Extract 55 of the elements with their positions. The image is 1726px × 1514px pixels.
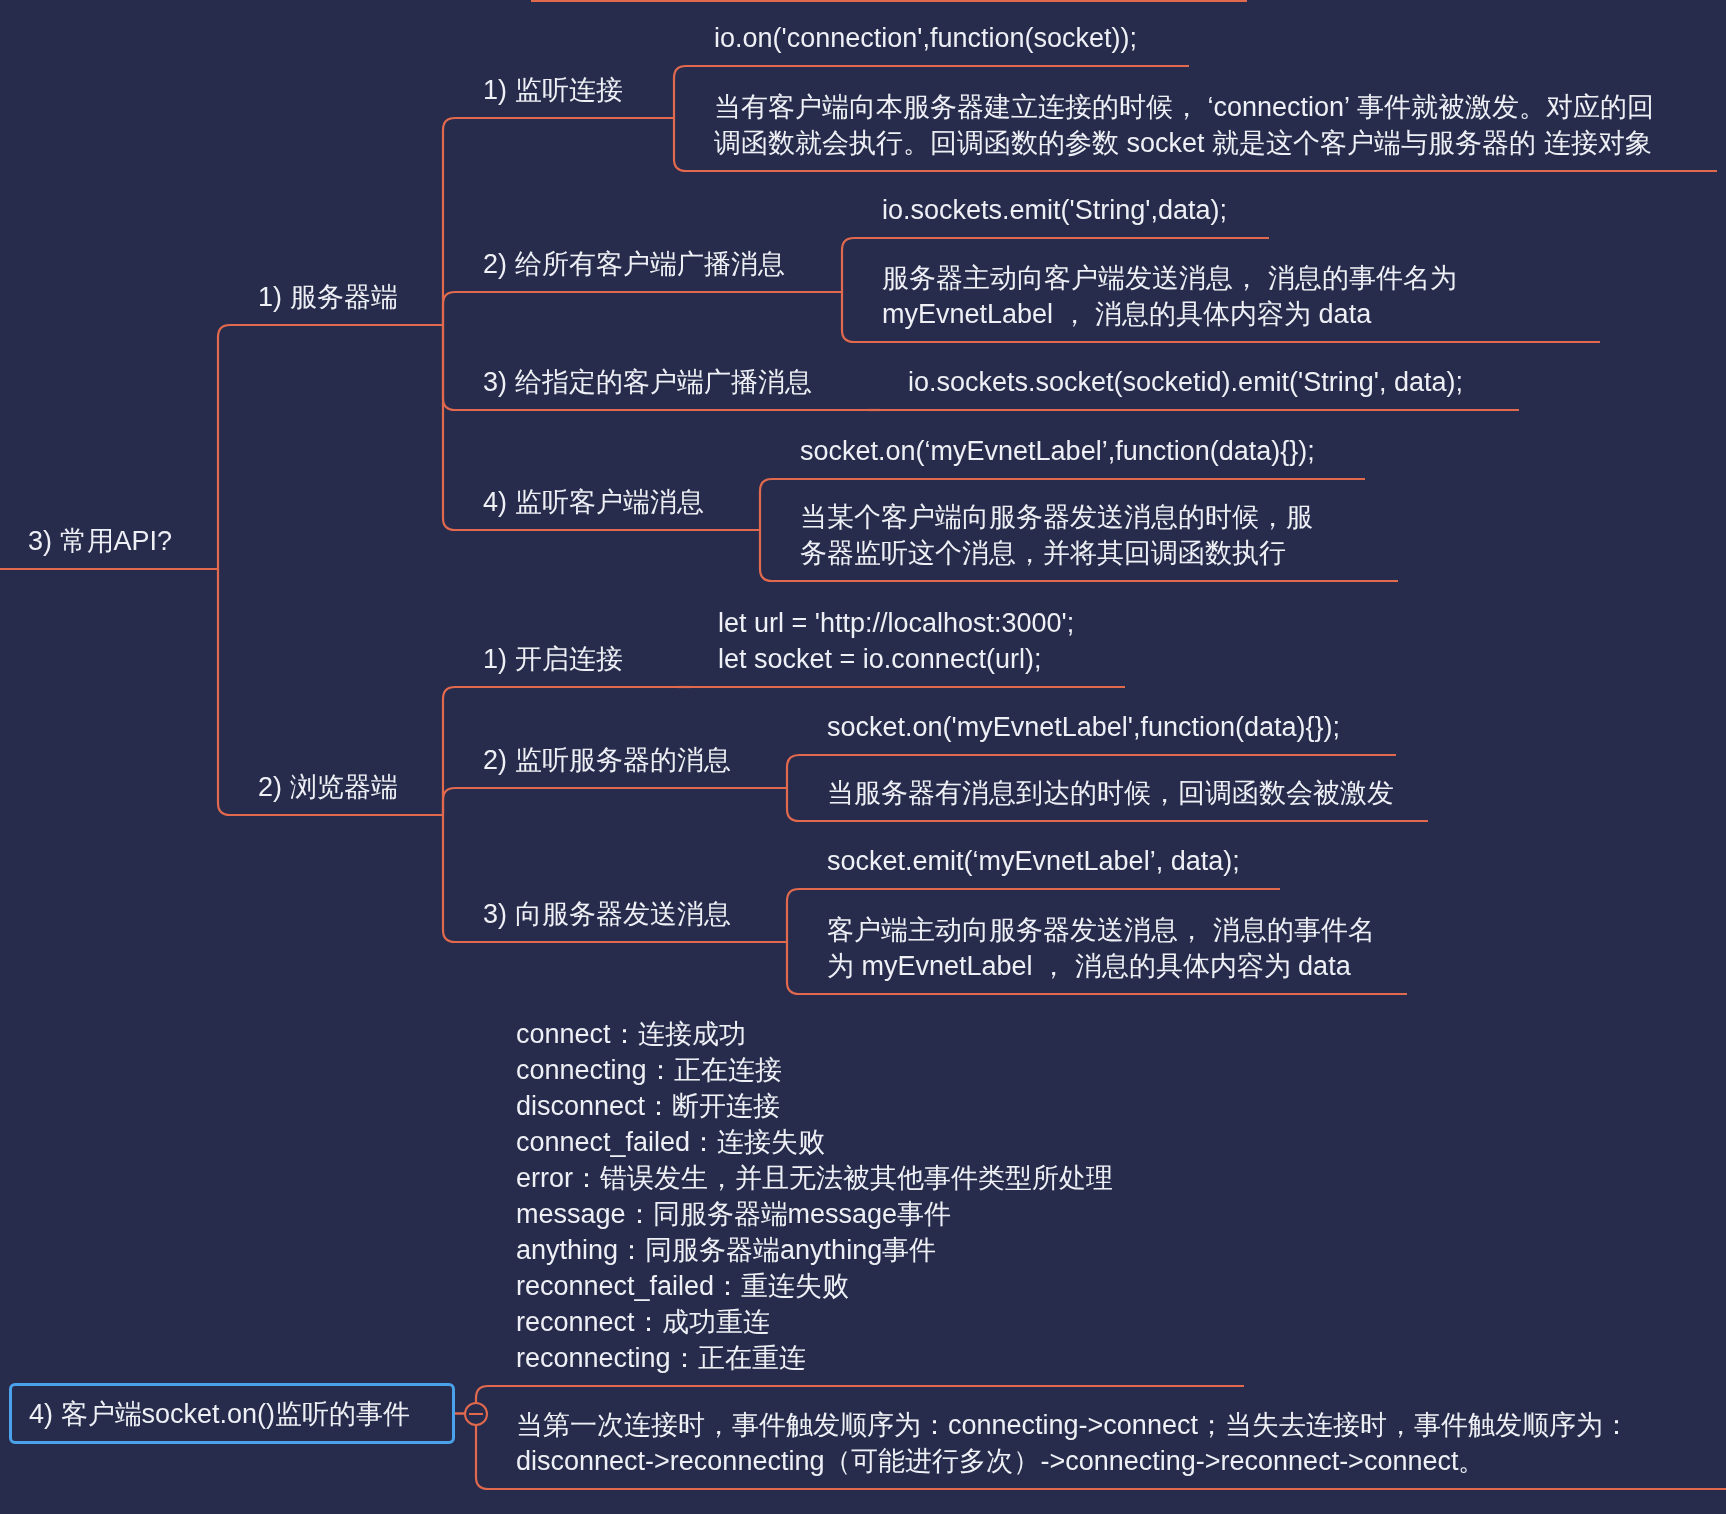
topic-label: 2) 浏览器端 bbox=[258, 771, 398, 804]
event-list-item: connect：连接成功 bbox=[516, 1018, 746, 1051]
connector-line bbox=[672, 64, 688, 120]
topic-label: 4) 客户端socket.on()监听的事件 bbox=[29, 1397, 411, 1431]
topic-label: 3) 常用API? bbox=[28, 525, 173, 558]
connector-line bbox=[216, 567, 232, 817]
topic-label: 4) 监听客户端消息 bbox=[483, 486, 704, 519]
topic-label: 2) 监听服务器的消息 bbox=[483, 744, 731, 777]
event-list-item: error：错误发生，并且无法被其他事件类型所处理 bbox=[516, 1162, 1113, 1195]
topic-label: 1) 服务器端 bbox=[258, 281, 398, 314]
event-list-item: reconnect_failed：重连失败 bbox=[516, 1270, 850, 1303]
event-list-item: anything：同服务器端anything事件 bbox=[516, 1234, 937, 1267]
selected-topic-box bbox=[9, 1383, 455, 1444]
description-text: 服务器主动向客户端发送消息， 消息的事件名为 myEvnetLabel ， 消息的具体内容为 data bbox=[882, 262, 1458, 331]
connector-line bbox=[441, 290, 457, 327]
code-snippet: io.sockets.emit('String',data); bbox=[882, 194, 1227, 227]
topic-label: 2) 给所有客户端广播消息 bbox=[483, 248, 785, 281]
connector-line bbox=[455, 1412, 490, 1491]
description-text: 客户端主动向服务器发送消息， 消息的事件名为 myEvnetLabel ， 消息的具体内容为 data bbox=[827, 914, 1376, 983]
code-snippet: socket.emit(‘myEvnetLabel’, data); bbox=[827, 845, 1240, 878]
description-text: 当有客户端向本服务器建立连接的时候， ‘connection’ 事件就被激发。对应的回调函数就会执行。回调函数的参数 socket 就是这个客户端与服务器的 连接对象 bbox=[714, 91, 1655, 160]
connector-line bbox=[840, 290, 856, 344]
connector-line bbox=[758, 477, 774, 532]
connector-line bbox=[678, 685, 690, 689]
code-snippet: let socket = io.connect(url); bbox=[718, 643, 1042, 676]
connector-line bbox=[840, 236, 856, 294]
connector-line bbox=[758, 528, 774, 583]
connector-line bbox=[672, 116, 688, 173]
connector-line bbox=[216, 323, 232, 571]
description-text: 当第一次连接时，事件触发顺序为：connecting->connect；当失去连接时，事件触发顺序为：disconnect->reconnecting（可能进行多次）->connecting->reconnect->connect。 bbox=[516, 1409, 1631, 1478]
connector-line bbox=[868, 408, 880, 412]
code-snippet: let url = 'http://localhost:3000'; bbox=[718, 607, 1075, 640]
description-text: 当某个客户端向服务器发送消息的时候，服务器监听这个消息，并将其回调函数执行 bbox=[800, 501, 1314, 570]
connector-line bbox=[785, 786, 801, 823]
connector-line bbox=[441, 786, 457, 817]
code-snippet: io.on('connection',function(socket)); bbox=[714, 22, 1138, 55]
connector-line bbox=[785, 887, 801, 944]
event-list-item: message：同服务器端message事件 bbox=[516, 1198, 952, 1231]
code-snippet: socket.on('myEvnetLabel',function(data){}); bbox=[827, 711, 1341, 744]
connector-line bbox=[785, 940, 801, 996]
event-list-item: reconnect：成功重连 bbox=[516, 1306, 770, 1339]
topic-label: 3) 向服务器发送消息 bbox=[483, 898, 731, 931]
topic-label: 3) 给指定的客户端广播消息 bbox=[483, 366, 812, 399]
code-snippet: socket.on(‘myEvnetLabel’,function(data){}); bbox=[800, 435, 1315, 468]
connector-line bbox=[441, 323, 457, 532]
connector-line bbox=[785, 753, 801, 790]
connector-line bbox=[441, 813, 457, 944]
event-list-item: connect_failed：连接失败 bbox=[516, 1126, 826, 1159]
description-text: 当服务器有消息到达的时候，回调函数会被激发 bbox=[827, 777, 1394, 810]
event-list-item: disconnect：断开连接 bbox=[516, 1090, 781, 1123]
code-snippet: io.sockets.socket(socketid).emit('String', data); bbox=[908, 366, 1463, 399]
event-list-item: reconnecting：正在重连 bbox=[516, 1342, 806, 1375]
topic-label: 1) 开启连接 bbox=[483, 643, 623, 676]
topic-label: 1) 监听连接 bbox=[483, 74, 623, 107]
event-list-item: connecting：正在连接 bbox=[516, 1054, 782, 1087]
